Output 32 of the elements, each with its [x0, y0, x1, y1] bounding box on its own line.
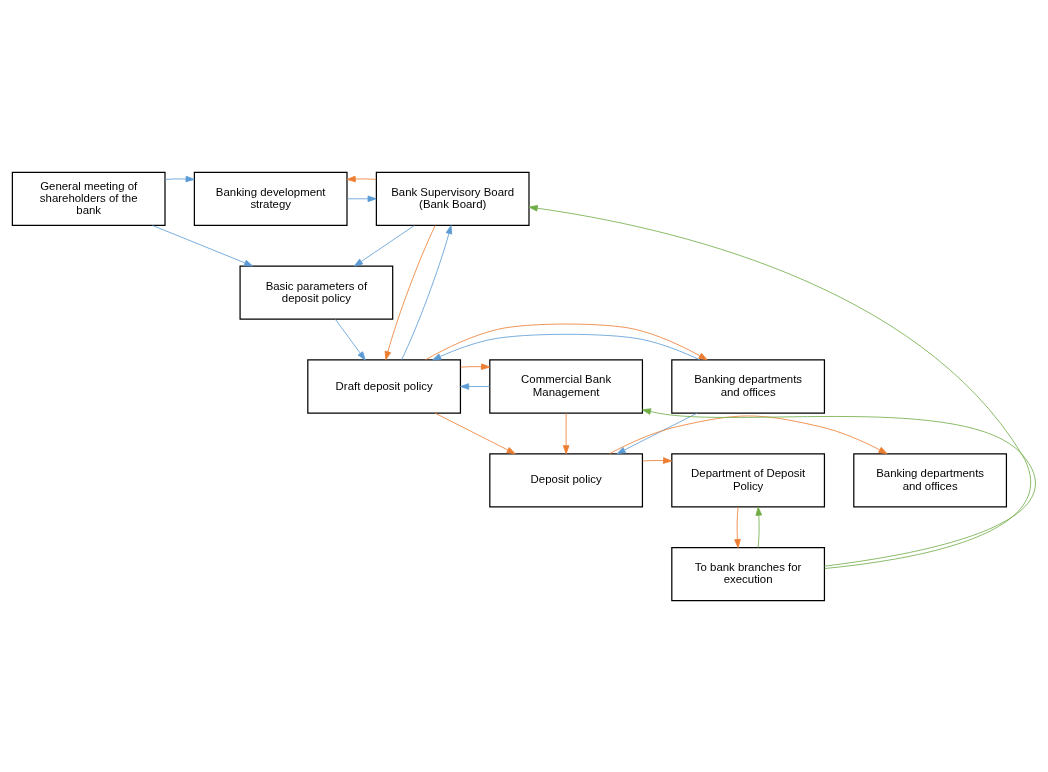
- node-box: To bank branches for execution: [671, 546, 826, 601]
- arrow: [152, 224, 254, 266]
- arrow: [562, 412, 570, 454]
- node-box: Banking development strategy: [193, 171, 348, 226]
- node-box: Draft deposit policy: [307, 358, 462, 414]
- arrow: [460, 362, 491, 370]
- node-box: Department of Deposit Policy: [671, 452, 826, 507]
- arrow: [528, 204, 1031, 569]
- node-box: Commercial Bank Management: [489, 358, 644, 414]
- arrow: [432, 333, 701, 360]
- arrow: [434, 412, 516, 454]
- arrow: [642, 456, 673, 464]
- arrow: [642, 407, 1036, 567]
- arrow: [335, 318, 366, 360]
- node-box: Basic parameters of deposit policy: [239, 265, 394, 320]
- arrow: [164, 175, 195, 182]
- node-box: Bank Supervisory Board (Bank Board): [375, 171, 530, 226]
- node-box: Banking departments and offices: [853, 452, 1008, 507]
- arrow: [755, 506, 763, 548]
- arrow: [346, 195, 377, 202]
- arrow: [401, 224, 453, 360]
- arrow: [384, 224, 436, 360]
- arrow: [346, 175, 377, 182]
- node-box: General meeting of shareholders of the bank: [11, 171, 166, 226]
- arrow: [354, 224, 415, 266]
- arrow: [425, 323, 708, 360]
- node-box: Deposit policy: [489, 452, 644, 507]
- arrow: [609, 415, 888, 454]
- arrow: [734, 506, 741, 548]
- arrow: [616, 412, 698, 454]
- arrow: [460, 382, 491, 390]
- node-box: Banking departments and offices: [671, 358, 826, 414]
